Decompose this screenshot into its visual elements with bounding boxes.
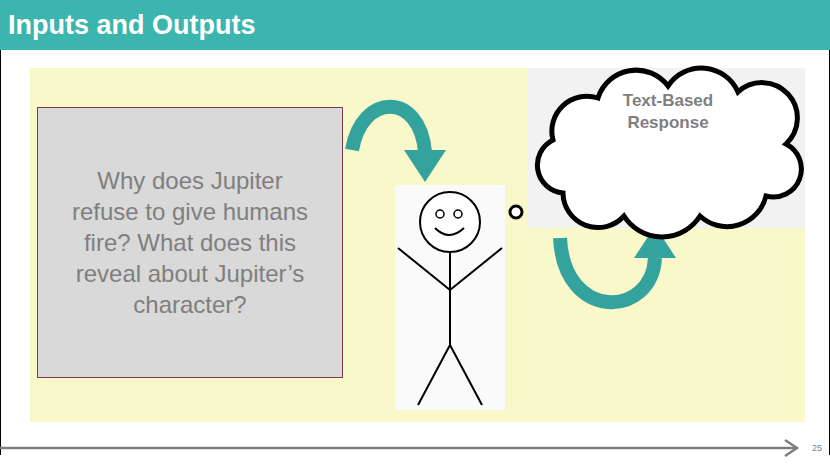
- thought-bubble: [510, 206, 522, 218]
- yellow-panel: [30, 68, 805, 422]
- timeline-arrowhead: [785, 440, 797, 456]
- slide-border: [829, 0, 830, 455]
- cloud-shape: [537, 68, 801, 237]
- figure-head: [420, 192, 480, 252]
- stick-figure: [398, 192, 502, 405]
- figure-leg: [450, 345, 482, 405]
- arrow-body: [352, 107, 425, 152]
- figure-body: [449, 252, 451, 345]
- curved-arrow: [352, 107, 446, 182]
- timeline-line: [0, 447, 795, 450]
- arrow-body: [560, 238, 655, 302]
- figure-smile: [435, 228, 464, 235]
- figure-arm: [398, 248, 450, 290]
- page-number: 25: [812, 443, 822, 453]
- thought-cloud: Text-Based Response: [528, 68, 805, 228]
- figure-arm: [450, 248, 502, 290]
- slide-border: [0, 0, 1, 455]
- slide-title: Inputs and Outputs: [0, 0, 830, 50]
- node-text: Text-Based Response: [598, 90, 738, 134]
- figure-leg: [418, 345, 450, 405]
- figure-panel: [395, 185, 505, 410]
- arrow-head: [404, 150, 446, 182]
- question-box: Why does Jupiter refuse to give humans f…: [37, 107, 343, 378]
- figure-eye: [454, 210, 462, 218]
- node-text: Why does Jupiter refuse to give humans f…: [64, 165, 316, 321]
- figure-eye: [436, 210, 444, 218]
